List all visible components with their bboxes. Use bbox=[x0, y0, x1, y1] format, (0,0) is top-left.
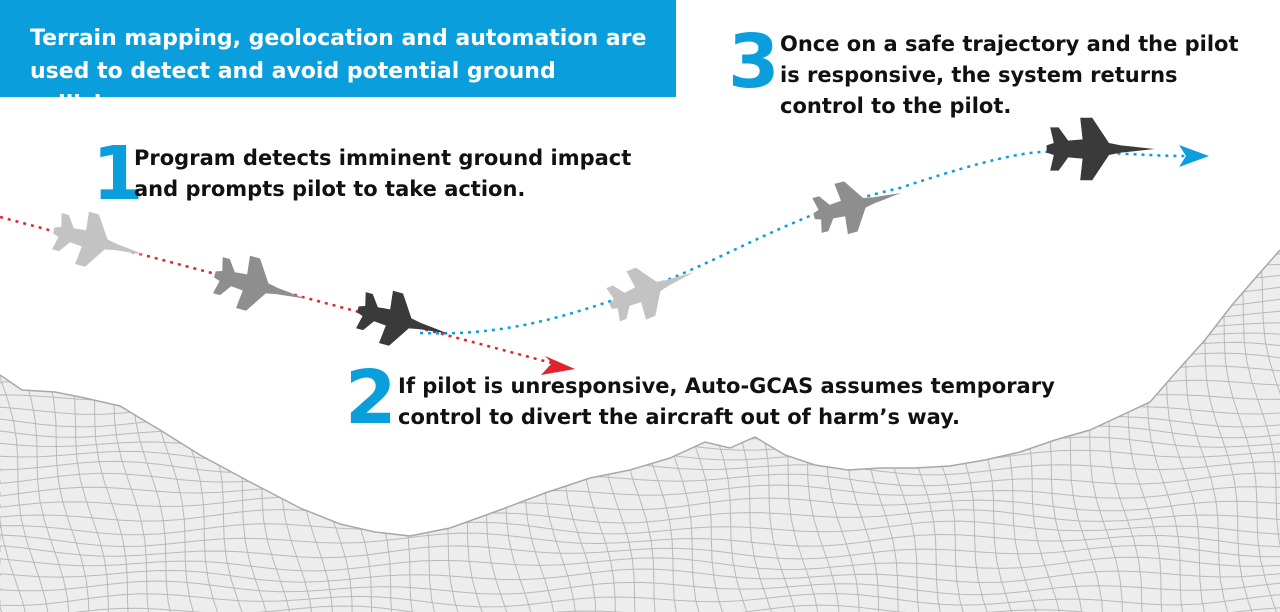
flight-paths bbox=[0, 145, 1209, 375]
step-number: 1 bbox=[92, 131, 143, 217]
step-description: Program detects imminent ground impact a… bbox=[134, 146, 632, 201]
step-number: 3 bbox=[728, 19, 779, 105]
header-caption: Terrain mapping, geolocation and automat… bbox=[30, 26, 647, 117]
step-number: 2 bbox=[345, 355, 396, 441]
fighter-jet-icon bbox=[207, 248, 313, 325]
step-description: Once on a safe trajectory and the pilot … bbox=[780, 32, 1239, 118]
step-description: If pilot is unresponsive, Auto-GCAS assu… bbox=[398, 374, 1055, 429]
header-banner: Terrain mapping, geolocation and automat… bbox=[0, 0, 676, 117]
fighter-jet-icon bbox=[1046, 117, 1155, 181]
fighter-jet-icon bbox=[807, 167, 908, 242]
fighter-jet-icon bbox=[350, 283, 456, 360]
fighter-jet-icon bbox=[600, 248, 704, 331]
arrow-head-icon bbox=[541, 356, 575, 375]
arrow-head-icon bbox=[1179, 145, 1209, 167]
